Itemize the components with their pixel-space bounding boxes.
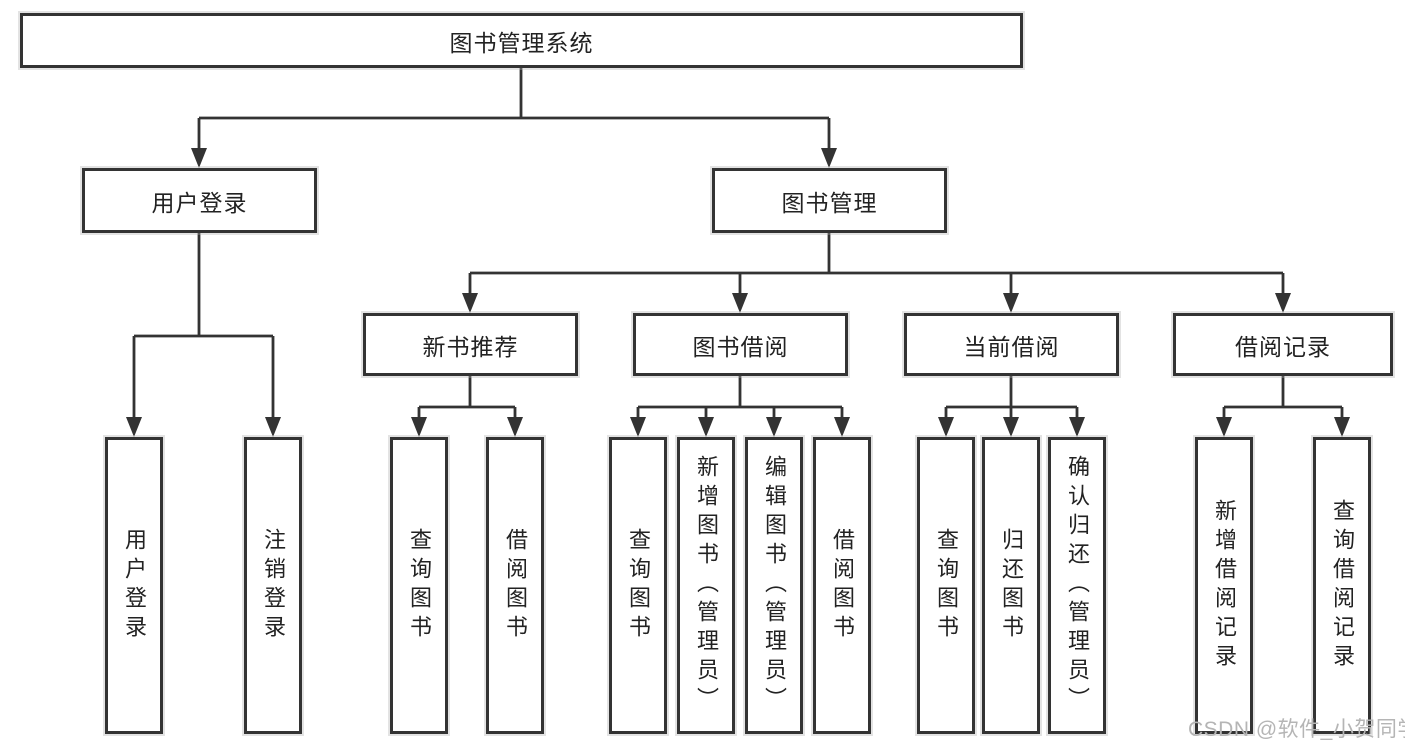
watermark: CSDN @软件_小贺同学 bbox=[1188, 718, 1405, 741]
node-library-system: 图书管理系统 bbox=[20, 13, 1023, 68]
node-label: 编辑图书（管理员） bbox=[762, 455, 787, 716]
node-label: 查询图书 bbox=[934, 527, 959, 644]
node-label: 注销登录 bbox=[261, 527, 286, 644]
node-borrowing-records: 借阅记录 bbox=[1173, 313, 1393, 376]
node-label: 图书借阅 bbox=[692, 333, 789, 360]
node-label: 当前借阅 bbox=[963, 333, 1060, 360]
node-label: 借阅记录 bbox=[1235, 333, 1331, 360]
leaf-user-login: 用户登录 bbox=[105, 437, 163, 734]
node-label: 归还图书 bbox=[999, 527, 1024, 644]
leaf-borrow-add-books-admin: 新增图书（管理员） bbox=[677, 437, 735, 734]
node-current-borrowing: 当前借阅 bbox=[904, 313, 1119, 376]
leaf-records-query-record: 查询借阅记录 bbox=[1313, 437, 1371, 734]
node-label: 用户登录 bbox=[151, 189, 248, 216]
node-label: 图书管理系统 bbox=[449, 29, 594, 56]
node-label: 查询图书 bbox=[626, 527, 651, 644]
node-label: 新书推荐 bbox=[422, 333, 519, 360]
node-user-login: 用户登录 bbox=[82, 168, 317, 233]
leaf-borrow-borrow-books: 借阅图书 bbox=[813, 437, 871, 734]
leaf-records-add-record: 新增借阅记录 bbox=[1195, 437, 1253, 734]
node-new-book-recommendation: 新书推荐 bbox=[363, 313, 578, 376]
node-label: 新增图书（管理员） bbox=[694, 455, 719, 716]
node-book-management: 图书管理 bbox=[712, 168, 947, 233]
node-label: 新增借阅记录 bbox=[1212, 498, 1237, 673]
node-label: 借阅图书 bbox=[503, 527, 528, 644]
leaf-current-return-books: 归还图书 bbox=[982, 437, 1040, 734]
node-label: 查询借阅记录 bbox=[1330, 498, 1355, 673]
leaf-borrow-edit-books-admin: 编辑图书（管理员） bbox=[745, 437, 803, 734]
node-label: 查询图书 bbox=[407, 527, 432, 644]
node-book-borrowing: 图书借阅 bbox=[633, 313, 848, 376]
leaf-borrow-query-books: 查询图书 bbox=[609, 437, 667, 734]
leaf-current-query-books: 查询图书 bbox=[917, 437, 975, 734]
node-label: 用户登录 bbox=[122, 527, 147, 644]
node-label: 借阅图书 bbox=[830, 527, 855, 644]
leaf-current-confirm-return-admin: 确认归还（管理员） bbox=[1048, 437, 1106, 734]
node-label: 图书管理 bbox=[781, 189, 878, 216]
arrowheads bbox=[126, 148, 1350, 437]
leaf-logout: 注销登录 bbox=[244, 437, 302, 734]
leaf-recommend-query-books: 查询图书 bbox=[390, 437, 448, 734]
node-label: 确认归还（管理员） bbox=[1065, 455, 1090, 716]
leaf-recommend-borrow-books: 借阅图书 bbox=[486, 437, 544, 734]
